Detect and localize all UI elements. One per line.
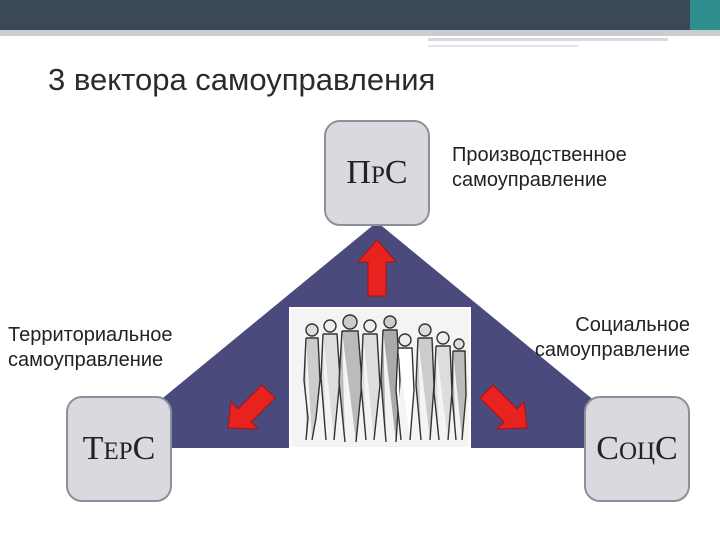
person-figure bbox=[415, 323, 435, 441]
header-thin-line bbox=[428, 38, 668, 41]
label-social-self-government: Социальное самоуправление bbox=[534, 314, 690, 361]
node-abbr-prs: ПРС bbox=[346, 154, 408, 191]
person-figure bbox=[338, 314, 363, 443]
label-production-self-government: Производственное самоуправление bbox=[452, 144, 627, 191]
person-figure bbox=[360, 319, 381, 441]
people-image bbox=[303, 314, 467, 443]
slide-title: 3 вектора самоуправления bbox=[48, 62, 436, 97]
node-abbr-socs: СОЦС bbox=[596, 430, 678, 467]
header-gray-stripe bbox=[0, 30, 720, 36]
header-accent-bar bbox=[690, 0, 720, 30]
arrow-up-icon bbox=[356, 239, 398, 297]
arrow-down-left-icon bbox=[227, 384, 276, 430]
node-box-prs: ПРС bbox=[324, 120, 430, 226]
person-figure bbox=[451, 338, 467, 441]
header-bar bbox=[0, 0, 690, 30]
node-box-socs: СОЦС bbox=[584, 396, 690, 502]
person-figure bbox=[303, 323, 321, 441]
arrow-down-right-icon bbox=[479, 384, 528, 430]
node-abbr-ters: ТЕРС bbox=[82, 430, 156, 467]
person-figure bbox=[433, 331, 453, 441]
label-territorial-self-government: Территориальное самоуправление bbox=[8, 324, 173, 371]
person-figure bbox=[320, 319, 341, 441]
header-thin-line-2 bbox=[428, 45, 578, 47]
node-box-ters: ТЕРС bbox=[66, 396, 172, 502]
person-figure bbox=[395, 333, 415, 441]
